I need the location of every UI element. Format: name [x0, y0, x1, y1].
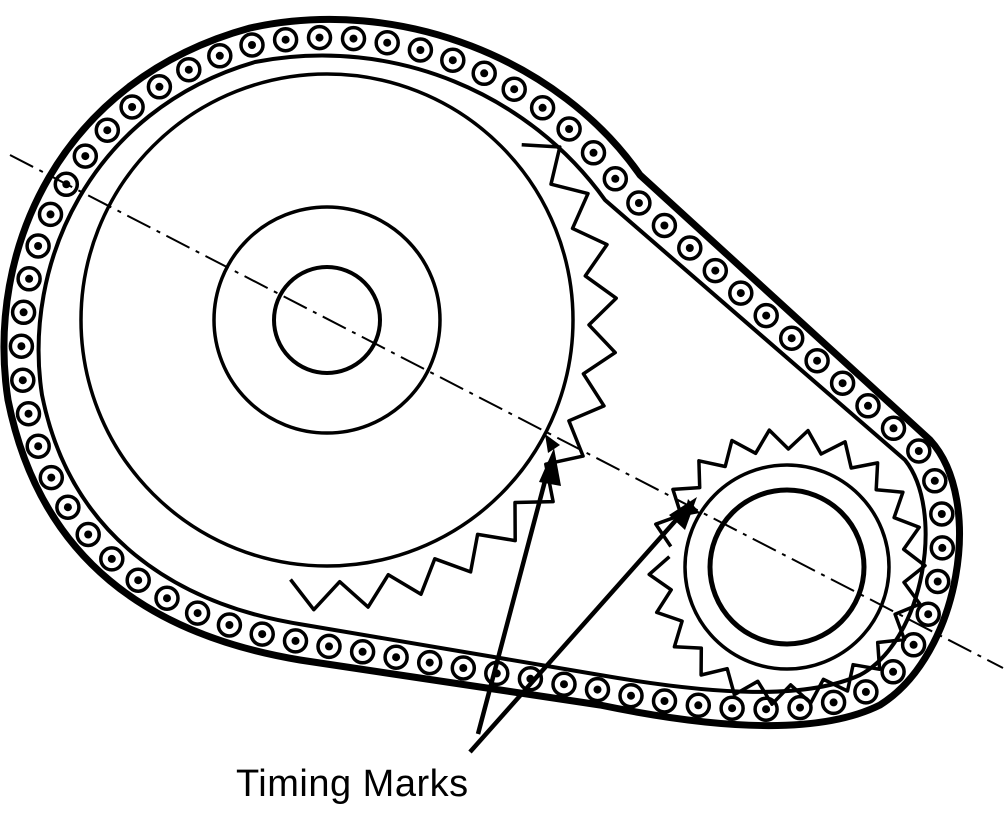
chain-pin [25, 274, 34, 283]
chain-pin [63, 503, 72, 512]
chain-pin [480, 69, 489, 78]
chain-pin [787, 334, 796, 343]
chain-pin [685, 244, 694, 252]
crank-sprocket-teeth [647, 428, 927, 706]
chain-pin [593, 685, 602, 694]
chain-pin [358, 647, 367, 656]
chain-pin [84, 530, 93, 539]
chain-links [8, 24, 956, 722]
chain-pin [34, 442, 43, 451]
chain-pin [448, 56, 457, 65]
chain-pin [813, 356, 822, 365]
chain-pin [889, 667, 898, 676]
chain-pin [864, 401, 872, 410]
chain-pin [163, 594, 171, 603]
chain-pin [589, 148, 598, 157]
timing-arrow-cam-head [539, 448, 561, 486]
chain-pin [736, 289, 745, 298]
chain-pin [933, 577, 942, 586]
chain-pin [291, 636, 300, 645]
chain-pin [107, 554, 116, 563]
chain-pin [46, 210, 55, 219]
chain-pin [634, 199, 643, 207]
chain-pin [128, 103, 137, 111]
chain-pin [155, 82, 164, 91]
chain-pin [861, 687, 870, 696]
chain-pin [81, 152, 90, 161]
cam-sprocket-teeth [289, 142, 618, 612]
cam-sprocket-hub-circle [212, 205, 442, 435]
chain-pin [349, 34, 358, 43]
crank-sprocket-bore-circle [707, 487, 867, 647]
chain-pin [103, 126, 112, 135]
chain-pin [914, 447, 923, 455]
cam-sprocket-outer-circle [79, 72, 575, 568]
chain-pin [315, 33, 324, 42]
chain-pin [728, 704, 737, 713]
centerline [9, 154, 1004, 669]
chain-pin [248, 41, 256, 49]
chain-pin [383, 38, 392, 47]
timing-arrow-crank-line [468, 508, 687, 754]
chain-pin [660, 697, 669, 705]
chain-pin [34, 242, 43, 250]
chain-pin [762, 705, 771, 714]
chain-pin [24, 409, 33, 418]
chain-pin [416, 46, 425, 54]
chain-pin [193, 609, 202, 618]
chain-pin [924, 610, 933, 619]
chain-pin [565, 125, 574, 133]
timing-arrow-cam-line [475, 461, 553, 735]
chain-pin [134, 576, 143, 585]
timing-marks-label: Timing Marks [236, 763, 469, 805]
chain-pin [938, 543, 947, 552]
chain-pin [829, 698, 838, 707]
chain-pin [560, 680, 568, 689]
crank-sprocket-hub-circle [683, 463, 891, 671]
cam-sprocket-bore-circle [272, 265, 382, 375]
chain-pin [627, 691, 635, 700]
chain-pin [325, 642, 333, 651]
chain-pin [47, 473, 56, 482]
chain-pin [660, 221, 669, 230]
chain-pin [18, 376, 27, 385]
chain-pin [909, 640, 918, 649]
chain-outer-outline [0, 15, 963, 730]
chain-pin [281, 35, 290, 44]
chain-pin [694, 701, 703, 710]
chain-pin [762, 311, 771, 320]
chain-pin [392, 653, 401, 662]
chain-pin [425, 658, 434, 667]
chain-pin [510, 85, 519, 94]
chain-pin [611, 174, 620, 183]
chain-pin [225, 621, 234, 629]
chain-pin [937, 510, 946, 518]
chain-pin [184, 65, 193, 74]
chain-pin [796, 703, 804, 712]
chain-pin [930, 476, 939, 485]
chain-pin [19, 308, 28, 317]
chain-pin [538, 103, 547, 112]
chain-pin [258, 630, 267, 639]
chain-pin [711, 266, 720, 275]
chain-pin [17, 342, 26, 351]
timing-arrow-crank-head [669, 497, 697, 530]
chain-pin [838, 379, 847, 388]
chain-pin [889, 424, 898, 433]
chain-pin [215, 51, 224, 60]
cam-timing-mark [545, 434, 560, 453]
chain-pin [459, 664, 468, 672]
